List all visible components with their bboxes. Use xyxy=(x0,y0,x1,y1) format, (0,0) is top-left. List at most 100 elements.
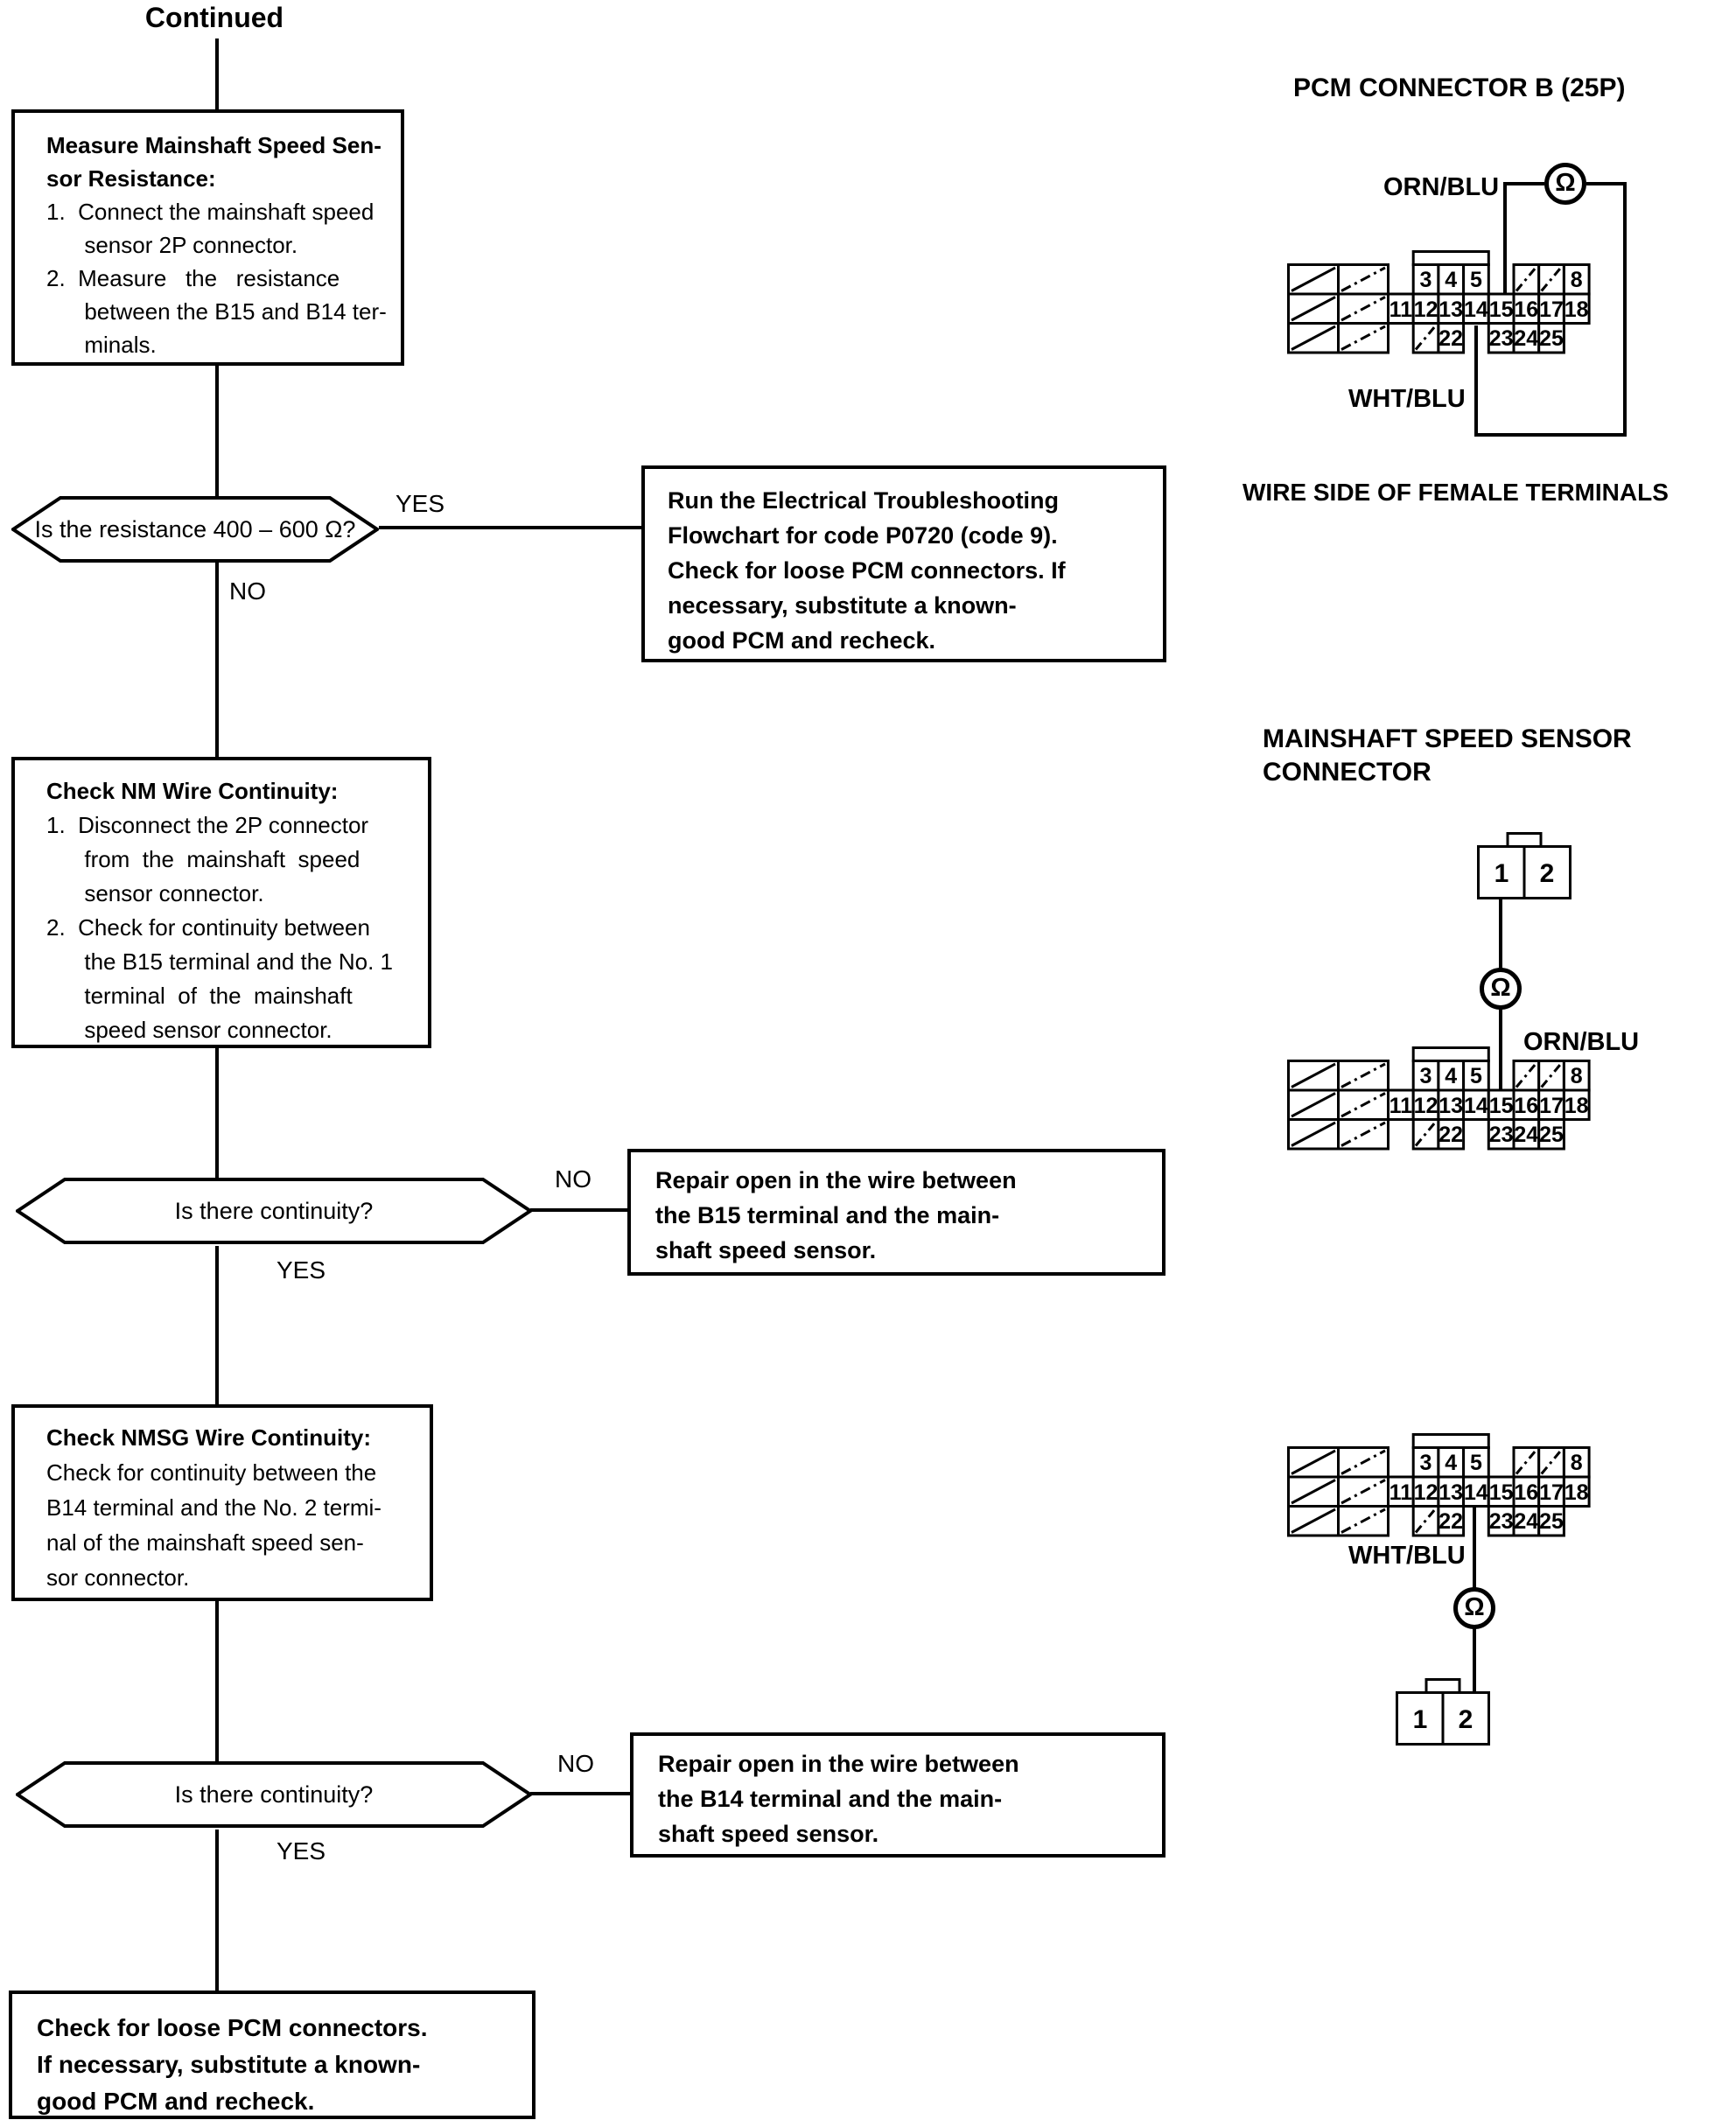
ohmmeter-icon: Ω xyxy=(1544,163,1586,205)
sensor-connector-title: MAINSHAFT SPEED SENSOR CONNECTOR xyxy=(1263,724,1632,787)
step-body: 1. Disconnect the 2P connector from the … xyxy=(46,812,394,1043)
pin-label: 3 xyxy=(1420,1064,1432,1088)
pin-label: 4 xyxy=(1445,1451,1457,1475)
no-branch-label: NO xyxy=(557,1750,594,1777)
decision-question: Is there continuity? xyxy=(174,1197,374,1224)
pin-label: 8 xyxy=(1571,1064,1583,1088)
result-text: Check for loose PCM connectors. If neces… xyxy=(37,2014,428,2115)
pin-label: 14 xyxy=(1464,1480,1488,1505)
result-box-run-flowchart: Run the Electrical Troubleshooting Flowc… xyxy=(641,465,1166,662)
pin-label: 23 xyxy=(1489,1509,1514,1534)
pin-label: 16 xyxy=(1514,297,1538,322)
yes-branch-label: YES xyxy=(276,1256,326,1284)
pin-label: 8 xyxy=(1571,268,1583,292)
no-branch-label: NO xyxy=(555,1165,592,1193)
pin-label: 5 xyxy=(1470,268,1482,292)
flow-line xyxy=(215,1830,219,1991)
pin-label: 17 xyxy=(1539,1480,1564,1505)
result-box-repair-b14: Repair open in the wire between the B14 … xyxy=(630,1732,1166,1858)
pin-label: 11 xyxy=(1390,1094,1413,1118)
flow-line xyxy=(215,563,219,757)
wire-segment-orn-blu xyxy=(1503,182,1507,295)
pcm-grid-middle: 3 4 5 8 11 12 13 14 15 16 17 18 22 23 24… xyxy=(1287,1046,1591,1151)
orn-blu-wire-label: ORN/BLU xyxy=(1383,173,1500,201)
wire-segment-orn-blu xyxy=(1499,1006,1502,1092)
ohmmeter-icon: Ω xyxy=(1480,968,1522,1010)
pin-label: 22 xyxy=(1438,326,1463,351)
pin-label: 13 xyxy=(1438,1480,1463,1505)
wire-segment xyxy=(1623,182,1627,437)
decision-continuity-2: Is there continuity? xyxy=(16,1760,532,1830)
wire-segment xyxy=(1499,897,1502,971)
no-branch-label: NO xyxy=(229,577,266,605)
pin-label: 23 xyxy=(1489,1123,1514,1147)
pin-label: 2 xyxy=(1540,859,1555,888)
pin-label: 12 xyxy=(1414,1480,1438,1505)
yes-branch-label: YES xyxy=(396,490,445,517)
pin-label: 16 xyxy=(1514,1480,1538,1505)
step-body: 1. Connect the mainshaft speed sensor 2P… xyxy=(46,199,387,358)
step-box-measure-resistance: Measure Mainshaft Speed Sen- sor Resista… xyxy=(11,109,404,366)
flow-line xyxy=(215,366,219,497)
pin-label: 25 xyxy=(1539,326,1564,351)
wire-side-note: WIRE SIDE OF FEMALE TERMINALS xyxy=(1242,479,1669,506)
pin-label: 12 xyxy=(1414,297,1438,322)
step-box-check-nmsg-wire: Check NMSG Wire Continuity: Check for co… xyxy=(11,1404,433,1601)
pin-label: 25 xyxy=(1539,1509,1564,1534)
result-box-repair-b15: Repair open in the wire between the B15 … xyxy=(627,1149,1166,1276)
pin-label: 18 xyxy=(1564,297,1589,322)
pin-label: 24 xyxy=(1514,326,1538,351)
wire-segment xyxy=(1474,433,1627,437)
decision-continuity-1: Is there continuity? xyxy=(16,1176,532,1246)
step-title: Check NM Wire Continuity: xyxy=(46,778,339,804)
pin-label: 16 xyxy=(1514,1094,1538,1118)
pin-label: 23 xyxy=(1489,326,1514,351)
wire-segment xyxy=(1503,182,1544,185)
wht-blu-wire-label: WHT/BLU xyxy=(1348,385,1466,413)
pin-label: 1 xyxy=(1494,859,1509,888)
pin-label: 4 xyxy=(1445,268,1457,292)
pin-label: 15 xyxy=(1489,1094,1514,1118)
flow-connector-line xyxy=(530,1208,627,1212)
continued-label: Continued xyxy=(144,2,284,33)
decision-hexagon xyxy=(11,496,379,563)
wire-segment-wht-blu xyxy=(1474,325,1478,437)
wht-blu-wire-label: WHT/BLU xyxy=(1348,1542,1466,1570)
yes-branch-label: YES xyxy=(276,1837,326,1865)
pin-label: 24 xyxy=(1514,1509,1538,1534)
pin-label: 17 xyxy=(1539,297,1564,322)
flow-line xyxy=(215,38,219,109)
pin-label: 4 xyxy=(1445,1064,1457,1088)
decision-resistance: Is the resistance 400 – 600 Ω? xyxy=(11,494,379,564)
pin-label: 5 xyxy=(1470,1064,1482,1088)
pin-label: 14 xyxy=(1464,1094,1488,1118)
pin-label: 1 xyxy=(1413,1705,1428,1734)
pin-label: 13 xyxy=(1438,297,1463,322)
pin-label: 8 xyxy=(1571,1451,1583,1475)
decision-question: Is there continuity? xyxy=(174,1781,374,1808)
pin-label: 5 xyxy=(1470,1451,1482,1475)
flow-line xyxy=(215,1246,219,1404)
hexagon-shape xyxy=(11,496,379,563)
step-box-check-nm-wire: Check NM Wire Continuity: 1. Disconnect … xyxy=(11,757,431,1048)
pin-label: 13 xyxy=(1438,1094,1463,1118)
step-title: Check NMSG Wire Continuity: xyxy=(46,1424,372,1451)
pin-label: 22 xyxy=(1438,1123,1463,1147)
step-body: Check for continuity between the B14 ter… xyxy=(46,1459,382,1591)
pin-label: 25 xyxy=(1539,1123,1564,1147)
pin-label: 11 xyxy=(1390,297,1413,322)
decision-question: Is the resistance 400 – 600 Ω? xyxy=(34,515,356,542)
pin-label: 24 xyxy=(1514,1123,1538,1147)
pin-label: 12 xyxy=(1414,1094,1438,1118)
pin-label: 15 xyxy=(1489,297,1514,322)
pin-label: 18 xyxy=(1564,1094,1589,1118)
orn-blu-wire-label: ORN/BLU xyxy=(1523,1028,1640,1056)
final-box-check-pcm: Check for loose PCM connectors. If neces… xyxy=(9,1991,536,2119)
flow-connector-line xyxy=(379,526,641,529)
pcm-grid-bottom: 3 4 5 8 11 12 13 14 15 16 17 18 22 23 24… xyxy=(1287,1433,1591,1537)
flow-connector-line xyxy=(530,1792,630,1795)
pin-label: 17 xyxy=(1539,1094,1564,1118)
pin-label: 14 xyxy=(1464,297,1488,322)
pin-label: 11 xyxy=(1390,1480,1413,1505)
